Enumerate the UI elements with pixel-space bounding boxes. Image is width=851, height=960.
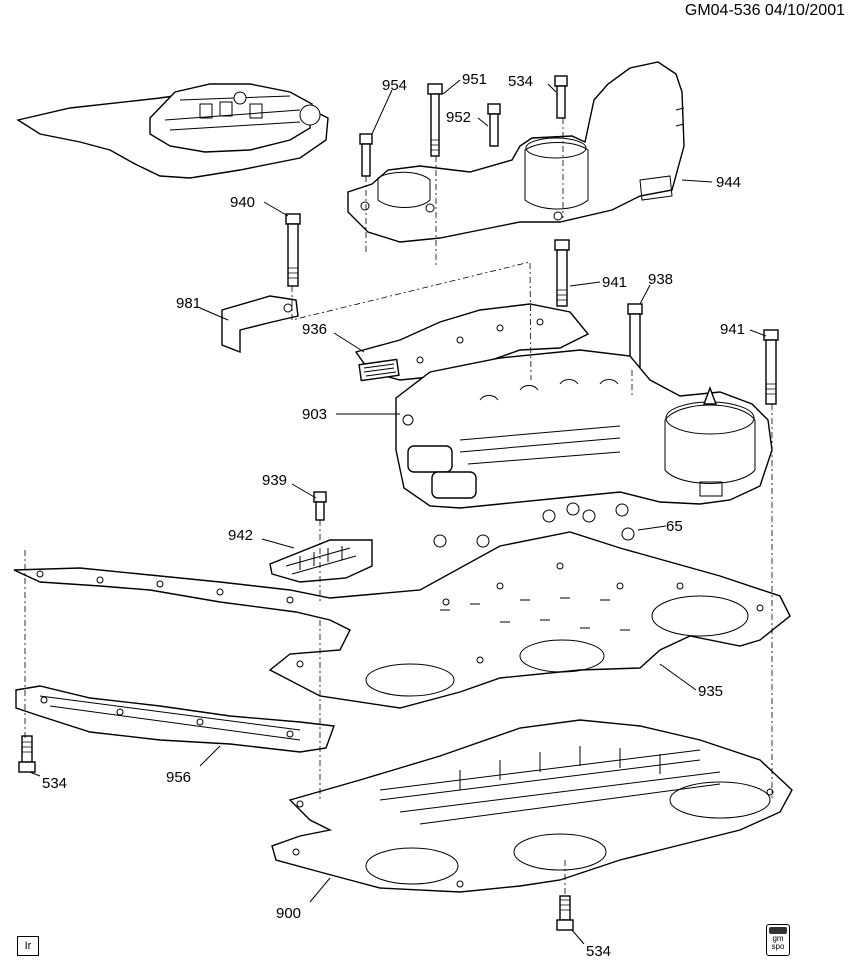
callout-941-right: 941 (720, 321, 745, 338)
callout-940: 940 (230, 194, 255, 211)
part-935-separator-plate (13, 531, 791, 709)
callout-951: 951 (462, 71, 487, 88)
bolts-top-group (285, 75, 779, 521)
callout-903: 903 (302, 406, 327, 423)
callout-938: 938 (648, 271, 673, 288)
callout-534-top: 534 (508, 73, 533, 90)
callout-939: 939 (262, 472, 287, 489)
callout-65: 65 (666, 518, 683, 535)
bolt-534-left (18, 735, 36, 773)
callout-900: 900 (276, 905, 301, 922)
callout-954: 954 (382, 77, 407, 94)
callout-944: 944 (716, 174, 741, 191)
callout-534-bottom: 534 (586, 943, 611, 960)
callout-942: 942 (228, 527, 253, 544)
callout-941-mid: 941 (602, 274, 627, 291)
callout-534-left: 534 (42, 775, 67, 792)
part-956-gasket (15, 685, 335, 753)
badge-text: gm spo (771, 934, 785, 951)
assembly-thumbnail (16, 83, 329, 179)
part-65-check-balls (367, 502, 635, 645)
part-942-filter (269, 539, 373, 583)
alignment-lines (24, 118, 773, 896)
part-936-spacer-plate (354, 303, 590, 382)
ir-label-box: Ir (17, 936, 39, 956)
diagram-code: GM04-536 04/10/2001 (684, 2, 845, 19)
callout-935: 935 (698, 683, 723, 700)
callout-981: 981 (176, 295, 201, 312)
part-900-case (271, 719, 793, 893)
callout-956: 956 (166, 769, 191, 786)
callout-952: 952 (446, 109, 471, 126)
leader-lines (29, 79, 767, 945)
part-944-solenoid-housing (347, 61, 685, 243)
bolt-534-bottom (556, 895, 574, 931)
part-903-valve-body (395, 349, 773, 509)
badge-top-bar (769, 927, 787, 934)
gm-spo-badge: gm spo (766, 924, 790, 956)
part-981-bracket (221, 295, 299, 354)
callout-936: 936 (302, 321, 327, 338)
